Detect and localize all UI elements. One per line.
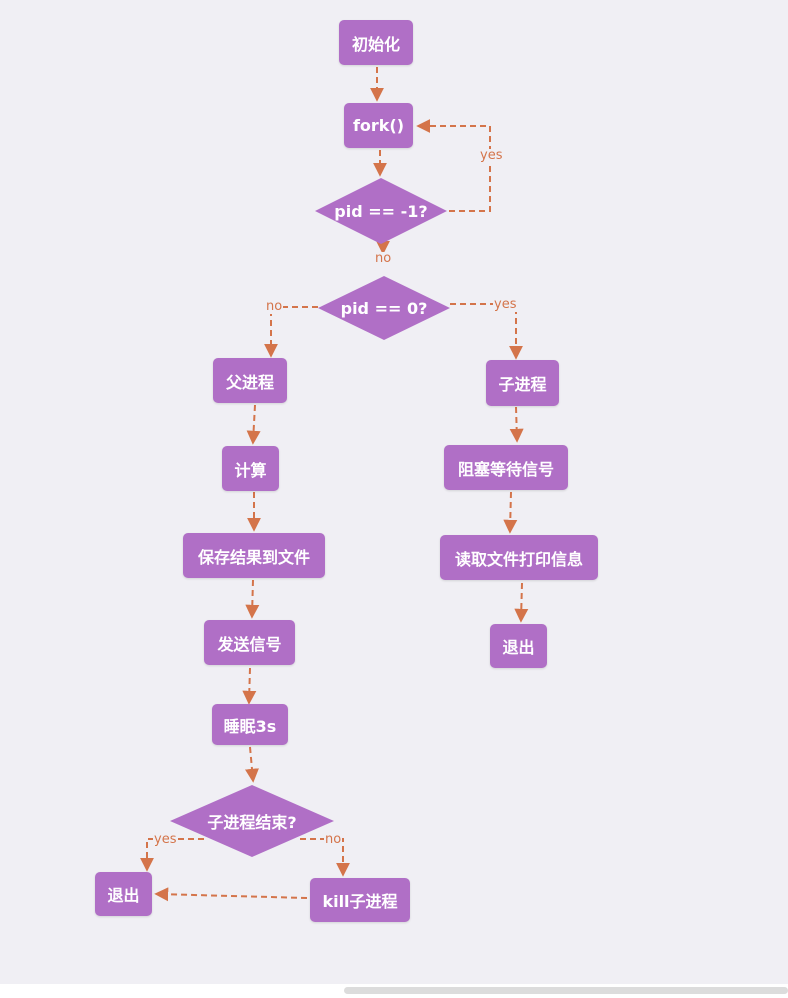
node-read-print[interactable]: 读取文件打印信息 [440,535,598,580]
node-send-signal[interactable]: 发送信号 [204,620,295,665]
node-kill-child[interactable]: kill子进程 [310,878,410,922]
edge-child-done-no-kill [300,838,350,877]
edge-parent-compute [246,404,261,445]
edge-label-done-no: no [324,832,343,847]
edge-label-retry-yes: yes [479,148,504,163]
decision-pid-zero-label[interactable]: pid == 0? [340,298,428,318]
edge-pid-zero-no-parent [264,306,318,358]
decision-pid-zero-shape [318,276,450,340]
edge-label-neg1-no: no [374,251,393,266]
decision-pid-neg1-shape [315,178,447,244]
edge-label-done-yes: yes [153,832,178,847]
node-parent-process[interactable]: 父进程 [213,358,287,403]
node-save-to-file[interactable]: 保存结果到文件 [183,533,325,578]
node-exit-left[interactable]: 退出 [95,872,152,916]
node-init[interactable]: 初始化 [339,20,413,65]
edge-send-sleep [242,667,257,705]
edge-sleep-child-done [245,746,259,783]
node-compute[interactable]: 计算 [222,446,279,491]
node-block-wait-signal[interactable]: 阻塞等待信号 [444,445,568,490]
edge-block-read [503,491,518,534]
horizontal-scrollbar[interactable] [0,984,788,998]
decision-pid-neg1-label[interactable]: pid == -1? [334,201,428,221]
edge-label-zero-no: no [265,299,284,314]
edge-save-send [245,579,260,619]
edge-pid-neg1-yes-fork [416,119,491,212]
edge-child-block [509,406,524,443]
decision-child-done-label[interactable]: 子进程结束? [207,813,297,832]
node-child-process[interactable]: 子进程 [486,360,559,406]
decision-child-done-shape [170,785,334,857]
scrollbar-thumb[interactable] [344,987,788,994]
edge-label-zero-yes: yes [493,297,518,312]
edge-read-exit [514,582,529,623]
node-exit-right[interactable]: 退出 [490,624,547,668]
node-fork[interactable]: fork() [344,103,413,148]
edge-kill-exit [154,887,308,902]
node-sleep-3s[interactable]: 睡眠3s [212,704,288,745]
